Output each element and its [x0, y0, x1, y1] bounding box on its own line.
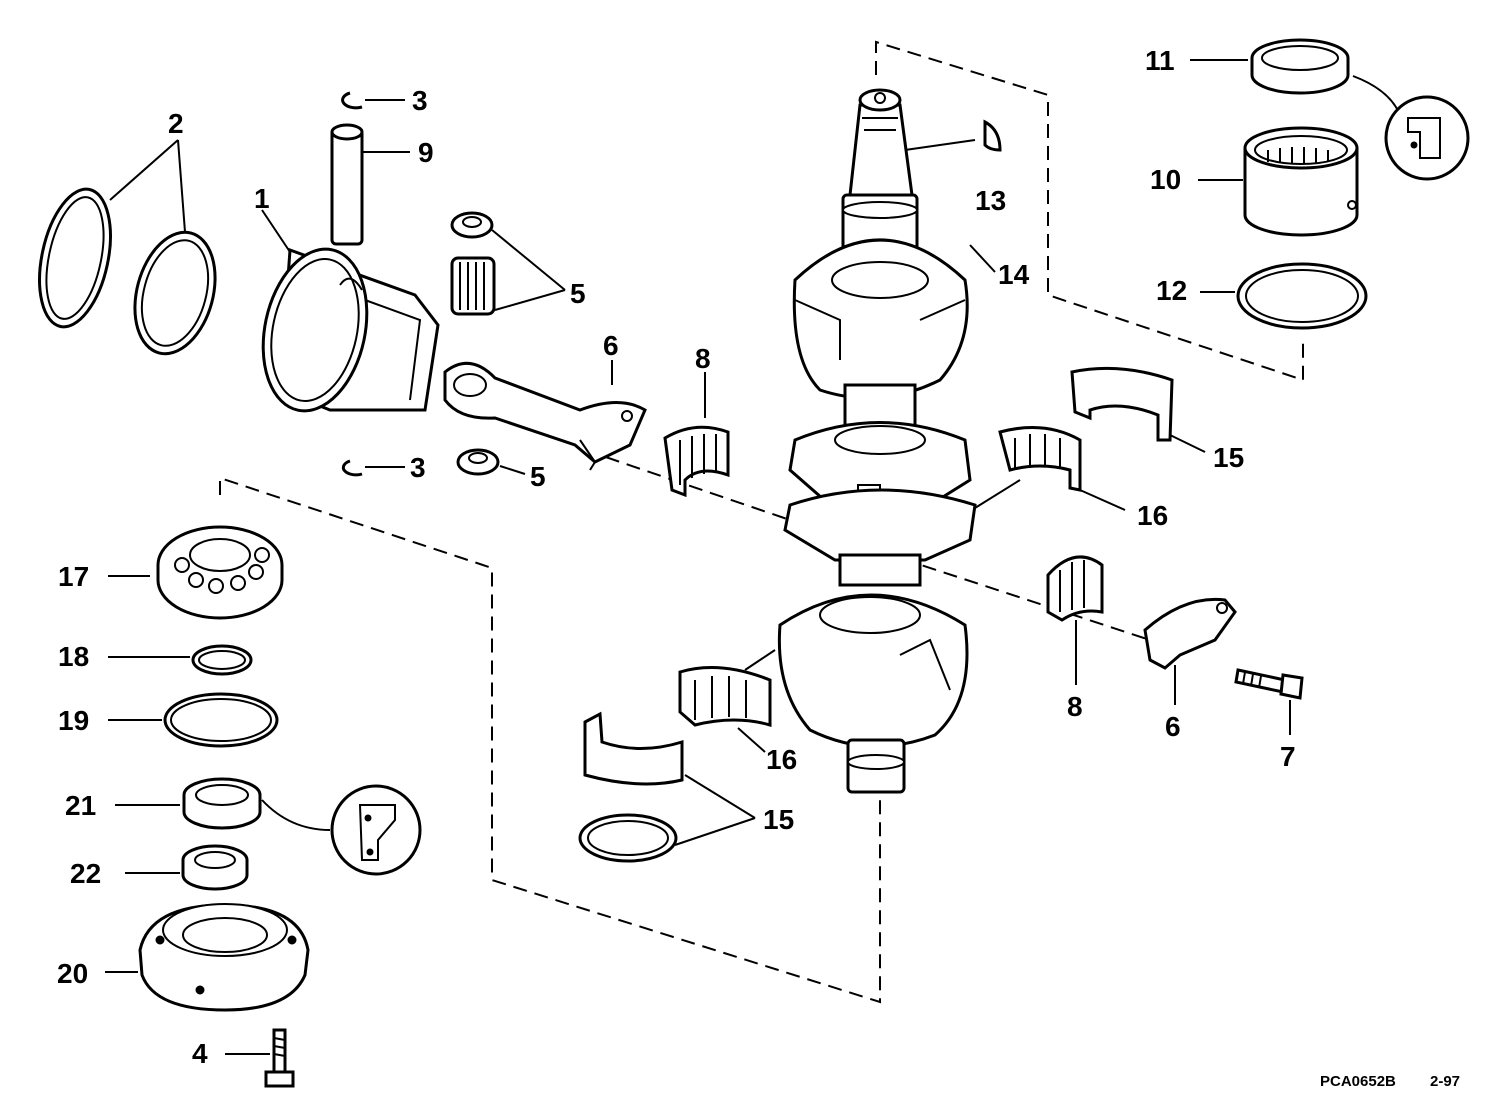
rod-bearing-cage-left — [663, 425, 730, 498]
o-ring-12 — [1236, 262, 1368, 330]
o-ring-19 — [163, 692, 279, 748]
callout-18: 18 — [58, 641, 89, 672]
connecting-rod-cap — [1143, 597, 1237, 670]
retaining-ring — [191, 644, 253, 676]
upper-needle-bearing — [1243, 126, 1359, 237]
oil-seal-21 — [182, 777, 262, 830]
crankshaft — [777, 88, 977, 794]
callout-9: 9 — [418, 137, 434, 168]
callout-11: 11 — [1145, 45, 1175, 76]
callout-3-bottom: 3 — [410, 452, 426, 483]
callout-6-right: 6 — [1165, 711, 1181, 742]
callout-15-right: 15 — [1213, 442, 1244, 473]
callout-8-left: 8 — [695, 343, 711, 374]
callout-7: 7 — [1280, 741, 1296, 772]
ball-bearing — [156, 525, 284, 620]
callout-5-top: 5 — [570, 278, 586, 309]
oil-seal-22 — [181, 844, 249, 891]
callout-4: 4 — [192, 1038, 208, 1069]
callout-3-top: 3 — [412, 85, 428, 116]
bearing-cage-16-right — [974, 426, 1082, 509]
piston-rings — [38, 187, 217, 356]
callout-21: 21 — [65, 790, 96, 821]
leader-lines — [105, 59, 1291, 1055]
callout-6-left: 6 — [603, 330, 619, 361]
callout-17: 17 — [58, 561, 89, 592]
main-bearing-race-left — [578, 711, 684, 863]
callout-15-left: 15 — [763, 804, 794, 835]
woodruff-key — [983, 119, 1002, 152]
rod-cap-bolt — [1234, 668, 1304, 700]
callout-12: 12 — [1156, 275, 1187, 306]
piston — [261, 247, 440, 413]
top-seal-ring — [1250, 38, 1350, 95]
bearing-cage-16-left — [678, 649, 776, 727]
rod-bearing-cage-right — [1046, 555, 1104, 622]
callout-1: 1 — [254, 183, 270, 214]
callout-5-bottom: 5 — [530, 461, 546, 492]
drawing-code: PCA0652B — [1320, 1073, 1396, 1090]
revision-code: 2-97 — [1430, 1073, 1460, 1090]
callout-14: 14 — [998, 259, 1030, 290]
callout-22: 22 — [70, 858, 101, 889]
callout-16-left: 16 — [766, 744, 797, 775]
wrist-pin-clips — [341, 91, 363, 477]
seal-detail-callout-top — [1352, 75, 1470, 181]
rod-washers-and-bearing — [450, 211, 500, 476]
callout-2: 2 — [168, 108, 184, 139]
wrist-pin — [330, 123, 364, 246]
lower-bearing-housing — [138, 903, 310, 1012]
callout-13: 13 — [975, 185, 1006, 216]
callout-19: 19 — [58, 705, 89, 736]
seal-detail-callout-bottom — [261, 784, 422, 876]
callout-16-right: 16 — [1137, 500, 1168, 531]
callout-8-right: 8 — [1067, 691, 1083, 722]
connecting-rod-upper — [443, 361, 647, 471]
callout-20: 20 — [57, 958, 88, 989]
callout-labels: 1 2 3 3 4 5 5 6 6 7 8 8 9 10 11 12 13 14… — [57, 45, 1296, 1069]
housing-screw — [264, 1028, 295, 1088]
main-bearing-race-right — [1070, 366, 1174, 442]
callout-10: 10 — [1150, 164, 1181, 195]
